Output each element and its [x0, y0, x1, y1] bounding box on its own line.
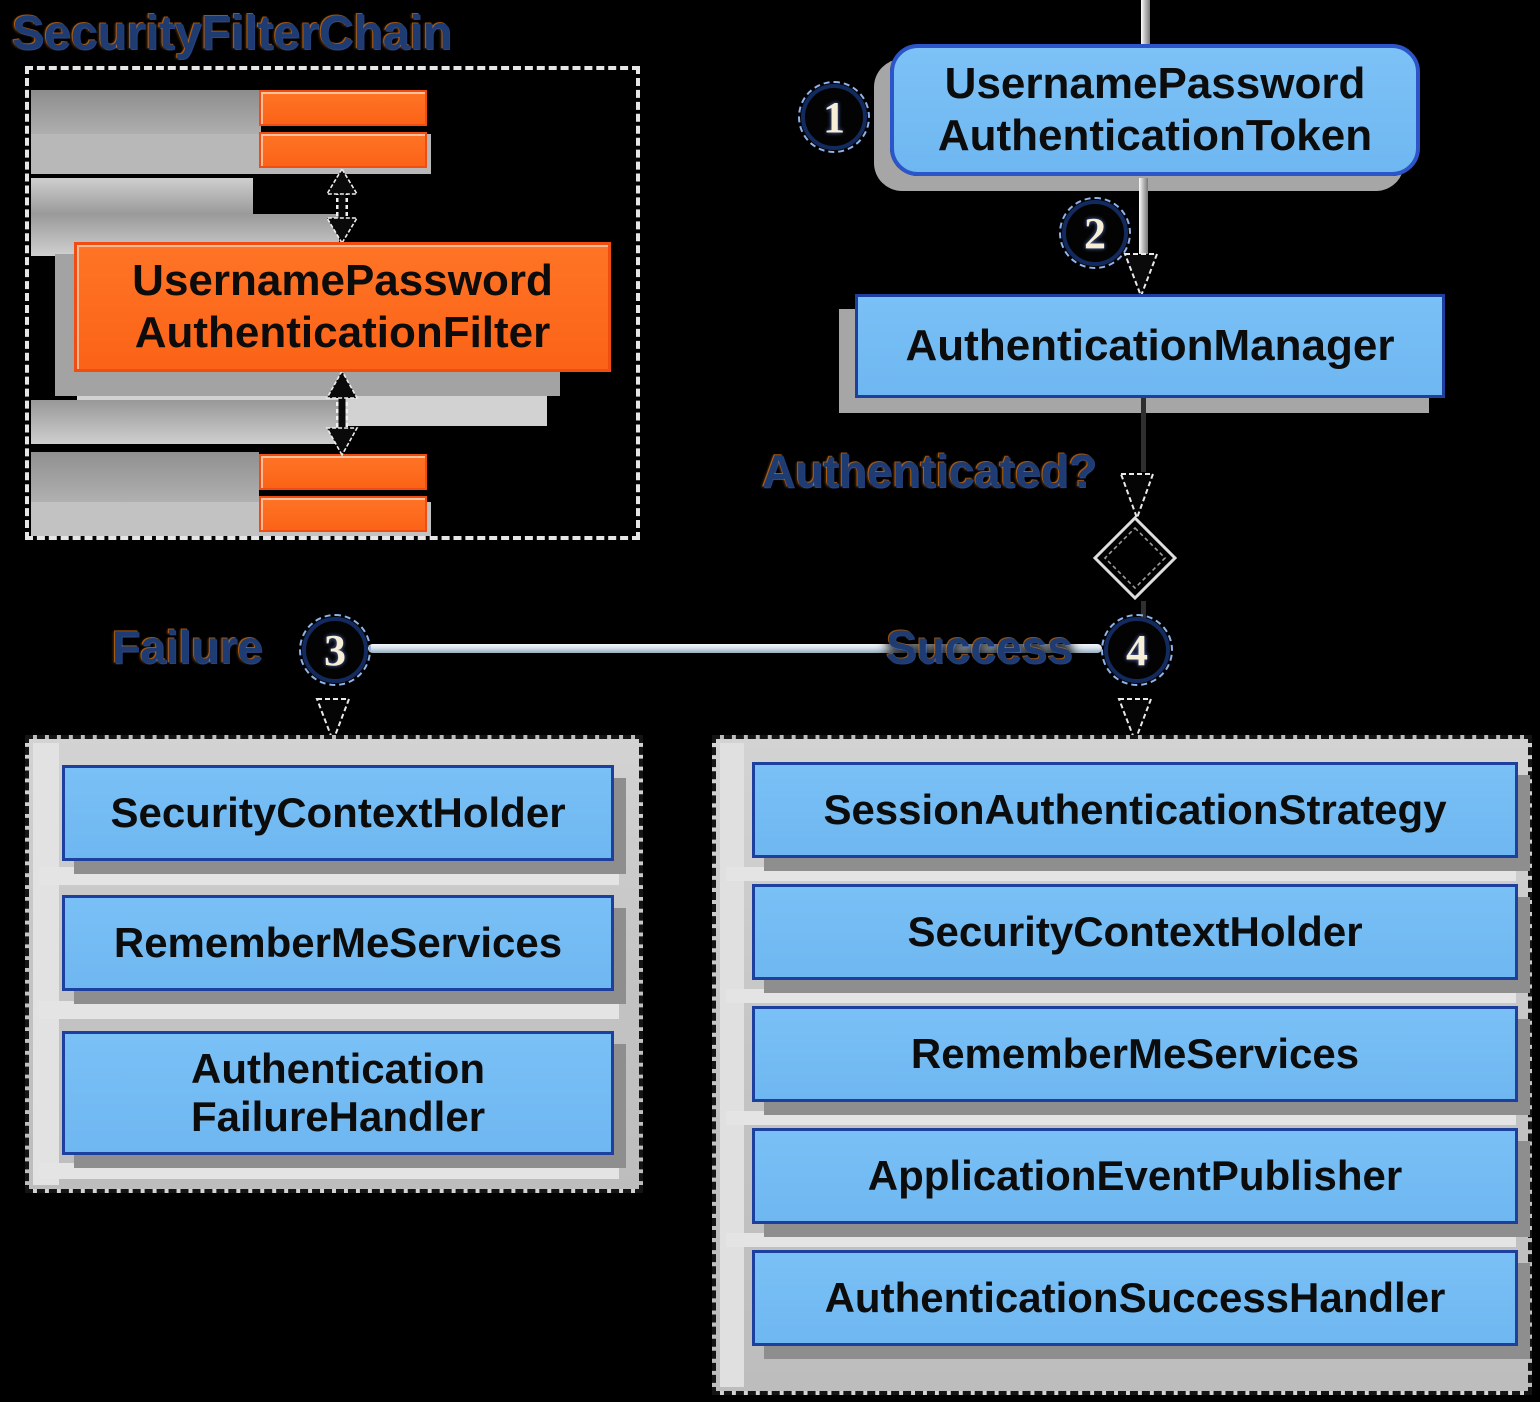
shadow-streak	[39, 1001, 619, 1019]
authentication-success-handler-box: AuthenticationSuccessHandler	[752, 1250, 1518, 1346]
authenticated-question-label: Authenticated?	[762, 445, 1097, 497]
step-4-badge: 4	[1101, 614, 1173, 686]
double-arrow-icon	[325, 167, 359, 245]
success-label: Success	[886, 621, 1073, 673]
shadow-streak	[31, 400, 343, 444]
arrowhead-icon	[315, 698, 351, 744]
box-label-line1: Authentication	[191, 1044, 485, 1092]
shadow-streak	[55, 254, 75, 394]
security-context-holder-box: SecurityContextHolder	[752, 884, 1518, 980]
shadow-streak	[726, 1233, 1516, 1247]
security-filter-chain-frame: UsernamePassword AuthenticationFilter	[25, 66, 640, 540]
box-label: RememberMeServices	[113, 918, 563, 966]
arrowhead-icon	[1123, 253, 1159, 299]
page-title: SecurityFilterChain	[12, 7, 453, 60]
remember-me-services-box: RememberMeServices	[752, 1006, 1518, 1102]
failure-branch-frame: SecurityContextHolder RememberMeServices…	[25, 735, 643, 1193]
shadow-streak	[33, 743, 59, 1185]
filter-label-line1: UsernamePassword	[132, 256, 553, 306]
box-label: ApplicationEventPublisher	[867, 1151, 1403, 1199]
shadow-streak	[726, 989, 1516, 1003]
flow-line-manager-to-diamond	[1141, 398, 1146, 472]
authentication-failure-handler-box: Authentication FailureHandler	[62, 1031, 614, 1155]
authentication-manager-box: AuthenticationManager	[855, 294, 1445, 398]
flow-line-top	[1141, 0, 1150, 44]
box-label: AuthenticationSuccessHandler	[824, 1273, 1446, 1321]
box-label-line2: FailureHandler	[190, 1093, 486, 1140]
arrowhead-icon	[1119, 473, 1155, 521]
failure-label: Failure	[112, 621, 263, 673]
filter-label-line2: AuthenticationFilter	[134, 308, 551, 357]
shadow-streak	[31, 178, 253, 214]
token-label-line1: UsernamePassword	[944, 59, 1366, 109]
shadow-streak	[39, 867, 619, 885]
username-password-authentication-filter-box: UsernamePassword AuthenticationFilter	[74, 242, 611, 372]
application-event-publisher-box: ApplicationEventPublisher	[752, 1128, 1518, 1224]
shadow-streak	[39, 1163, 619, 1179]
step-1-badge: 1	[798, 81, 870, 153]
success-branch-frame: SessionAuthenticationStrategy SecurityCo…	[712, 735, 1532, 1395]
filter-placeholder-box	[259, 496, 427, 532]
flow-line-token-to-manager	[1139, 178, 1148, 256]
branch-connector-line	[368, 644, 1102, 653]
session-authentication-strategy-box: SessionAuthenticationStrategy	[752, 762, 1518, 858]
remember-me-services-box: RememberMeServices	[62, 895, 614, 991]
shadow-streak	[55, 370, 560, 396]
shadow-streak	[726, 1111, 1516, 1125]
box-label: SessionAuthenticationStrategy	[823, 785, 1447, 833]
step-3-badge: 3	[299, 614, 371, 686]
step-2-badge: 2	[1059, 197, 1131, 269]
arrowhead-icon	[1117, 698, 1153, 744]
filter-placeholder-box	[259, 132, 427, 168]
box-label: SecurityContextHolder	[110, 788, 566, 836]
filter-placeholder-box	[259, 454, 427, 490]
shadow-streak	[720, 743, 744, 1387]
box-label: SecurityContextHolder	[907, 907, 1363, 955]
username-password-authentication-token-box: UsernamePassword AuthenticationToken	[890, 44, 1420, 176]
token-label-line2: AuthenticationToken	[937, 111, 1373, 160]
security-context-holder-box: SecurityContextHolder	[62, 765, 614, 861]
shadow-streak	[726, 867, 1516, 881]
decision-diamond-icon	[1092, 515, 1178, 601]
double-arrow-icon	[325, 369, 359, 457]
box-label: RememberMeServices	[910, 1029, 1360, 1077]
manager-label: AuthenticationManager	[905, 321, 1395, 371]
filter-placeholder-box	[259, 90, 427, 126]
